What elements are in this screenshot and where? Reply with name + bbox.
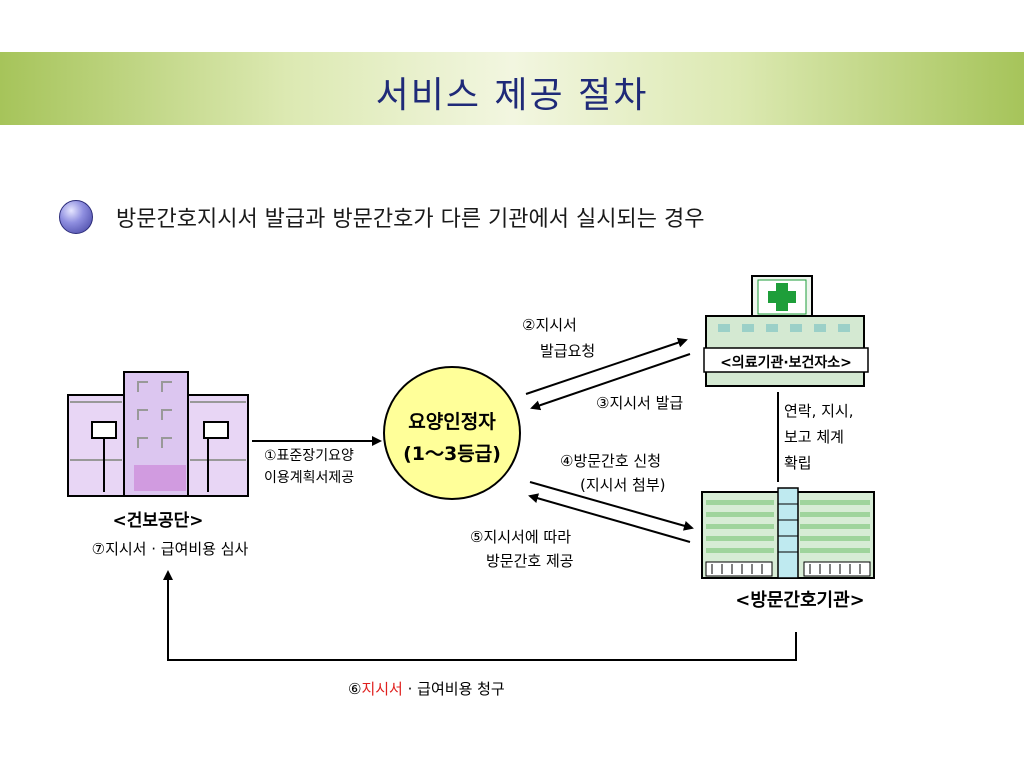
beneficiary-circle bbox=[383, 366, 521, 500]
step4-label-1: ④방문간호 신청 bbox=[560, 452, 661, 470]
link-label-3: 확립 bbox=[784, 454, 812, 472]
medical-name: <의료기관·보건자소> bbox=[720, 354, 852, 371]
center-label-2: (1～3등급) bbox=[403, 443, 501, 465]
step6-number: ⑥ bbox=[348, 680, 361, 698]
arrow-step5 bbox=[528, 493, 691, 543]
subtitle: 방문간호지시서 발급과 방문간호가 다른 기관에서 실시되는 경우 bbox=[116, 207, 705, 232]
step1-label-2: 이용계획서제공 bbox=[264, 470, 354, 486]
bullet-icon bbox=[59, 200, 93, 234]
step3-label: ③지시서 발급 bbox=[596, 394, 683, 412]
nhis-note: ⑦지시서 · 급여비용 심사 bbox=[92, 540, 249, 558]
arrow-step3 bbox=[530, 353, 691, 411]
step5-label-2: 방문간호 제공 bbox=[486, 552, 574, 570]
step4-label-2: (지시서 첨부) bbox=[580, 476, 665, 494]
step5-label-1: ⑤지시서에 따라 bbox=[470, 528, 571, 546]
nhis-name: <건보공단> bbox=[112, 511, 203, 531]
step1-label-1: ①표준장기요양 bbox=[264, 448, 354, 464]
link-label-2: 보고 체계 bbox=[784, 428, 844, 446]
title-band bbox=[0, 52, 1024, 125]
nursing-building-icon bbox=[701, 487, 875, 579]
link-label-1: 연락, 지시, bbox=[784, 402, 854, 420]
nhis-building-icon bbox=[67, 371, 249, 497]
arrow-step2 bbox=[525, 337, 688, 395]
nursing-name: <방문간호기관> bbox=[735, 590, 865, 611]
arrow-step6 bbox=[163, 570, 797, 661]
arrow-step4 bbox=[529, 481, 694, 531]
step6-rest: · 급여비용 청구 bbox=[403, 680, 505, 698]
step6-highlight: 지시서 bbox=[361, 680, 402, 698]
hospital-building-icon bbox=[703, 275, 869, 387]
step2-label-2: 발급요청 bbox=[540, 342, 595, 360]
center-label-1: 요양인정자 bbox=[408, 411, 496, 433]
step6-label: ⑥지시서 · 급여비용 청구 bbox=[348, 680, 505, 698]
page-title: 서비스 제공 절차 bbox=[375, 75, 649, 116]
step2-label-1: ②지시서 bbox=[522, 316, 577, 334]
